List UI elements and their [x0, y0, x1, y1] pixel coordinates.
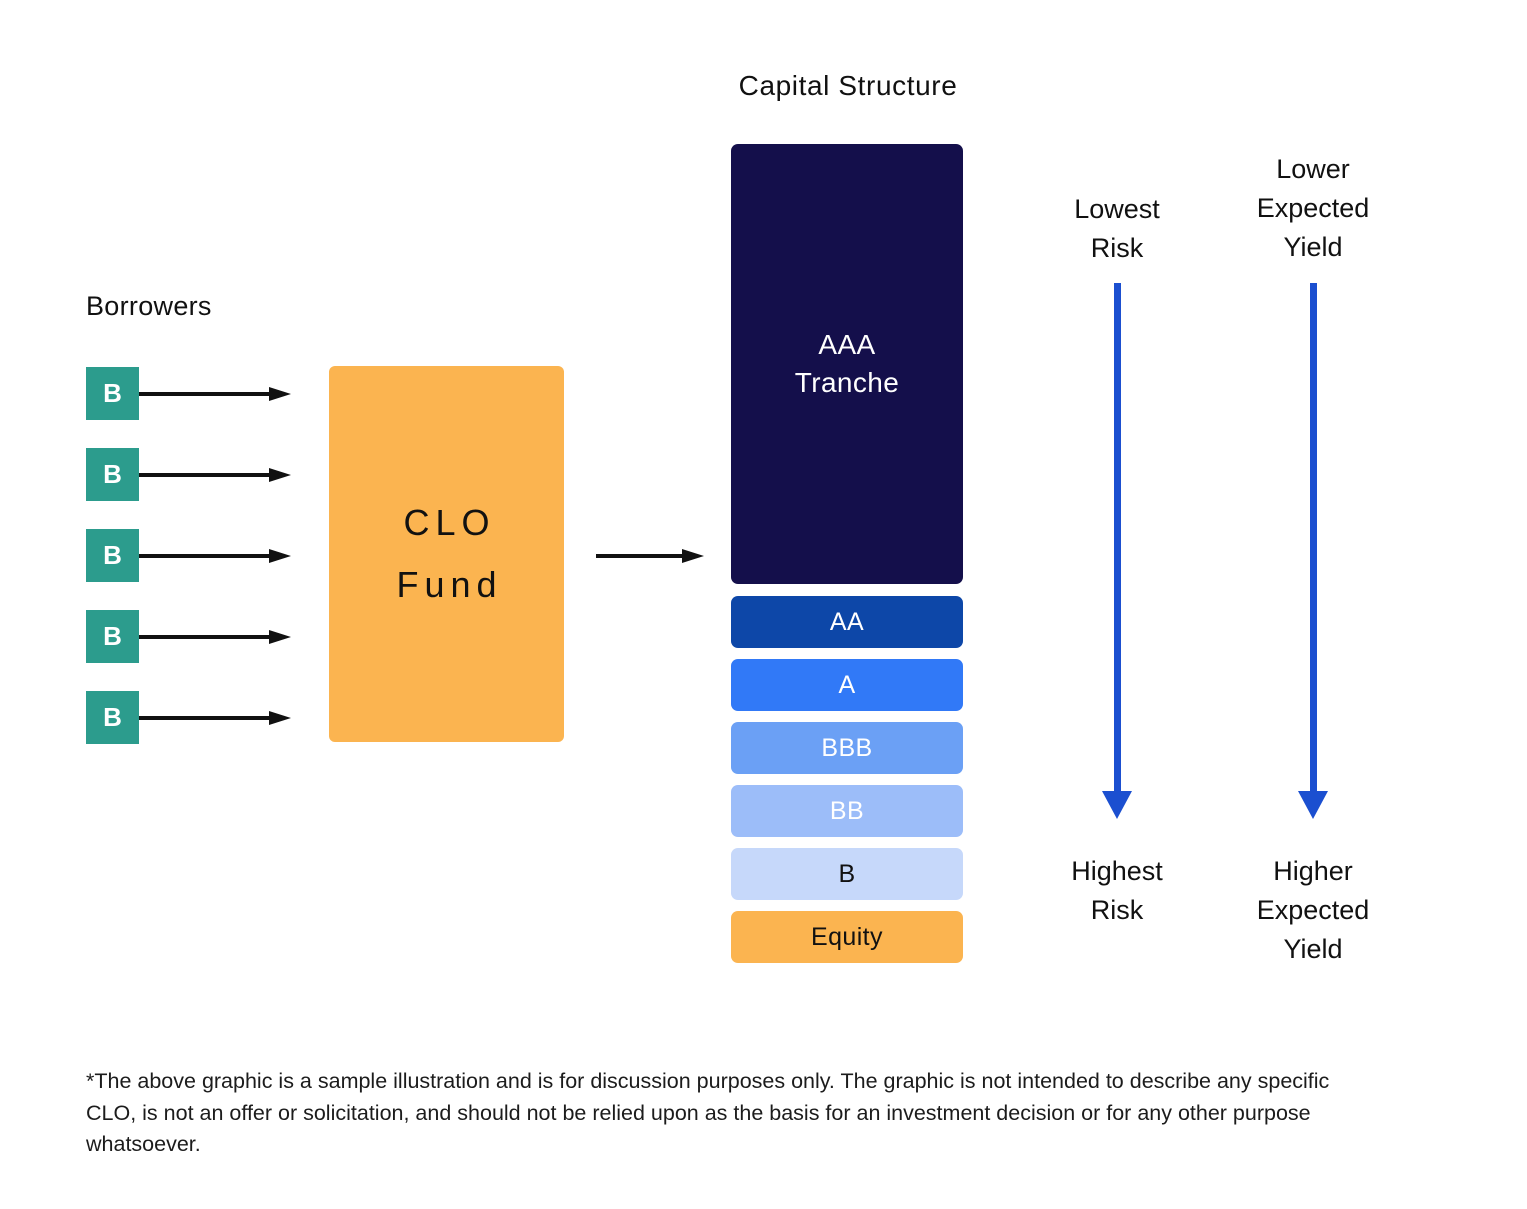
arrow-head-icon	[269, 549, 291, 563]
arrow-shaft	[1310, 283, 1317, 791]
arrow-head-icon	[1298, 791, 1328, 819]
borrower-arrow-2	[139, 465, 291, 485]
borrower-box-5: B	[86, 691, 139, 744]
higher-yield-line1: Higher	[1273, 856, 1353, 886]
yield-gradient-arrow	[1293, 283, 1333, 819]
arrow-shaft	[139, 716, 271, 720]
lowest-risk-line1: Lowest	[1074, 194, 1160, 224]
borrower-box-2: B	[86, 448, 139, 501]
arrow-head-icon	[269, 387, 291, 401]
higher-yield-label: Higher Expected Yield	[1203, 852, 1423, 969]
borrower-box-1: B	[86, 367, 139, 420]
borrower-box-4: B	[86, 610, 139, 663]
tranche-aaa-line1: AAA	[818, 328, 876, 360]
arrow-shaft	[139, 392, 271, 396]
lowest-risk-label: Lowest Risk	[1007, 190, 1227, 268]
arrow-head-icon	[269, 711, 291, 725]
borrower-arrow-4	[139, 627, 291, 647]
tranche-bbb: BBB	[731, 722, 963, 774]
footnote-disclaimer: *The above graphic is a sample illustrat…	[86, 1069, 1330, 1157]
lower-yield-line3: Yield	[1283, 232, 1343, 263]
borrowers-label: Borrowers	[86, 291, 212, 321]
tranche-a: A	[731, 659, 963, 711]
tranche-aaa: AAA Tranche	[731, 144, 963, 584]
fund-to-stack-arrow	[596, 546, 708, 566]
page-title: Capital Structure	[738, 70, 958, 101]
tranche-aaa-line2: Tranche	[794, 367, 900, 398]
risk-gradient-arrow	[1097, 283, 1137, 819]
lowest-risk-line2: Risk	[1090, 233, 1144, 264]
tranche-equity: Equity	[731, 911, 963, 963]
lower-yield-line2: Expected	[1256, 193, 1370, 224]
higher-yield-line3: Yield	[1283, 934, 1343, 965]
arrow-shaft	[139, 473, 271, 477]
borrower-arrow-5	[139, 708, 291, 728]
lower-yield-line1: Lower	[1276, 154, 1350, 184]
arrow-head-icon	[1102, 791, 1132, 819]
arrow-shaft	[596, 554, 684, 558]
borrower-arrow-1	[139, 384, 291, 404]
borrower-box-3: B	[86, 529, 139, 582]
arrow-head-icon	[269, 468, 291, 482]
highest-risk-line2: Risk	[1090, 895, 1144, 926]
clo-fund-line1: CLO	[403, 502, 496, 544]
tranche-bb: BB	[731, 785, 963, 837]
arrow-shaft	[139, 635, 271, 639]
clo-fund-line2: Fund	[396, 564, 503, 605]
arrow-shaft	[1114, 283, 1121, 791]
higher-yield-line2: Expected	[1256, 895, 1370, 926]
clo-fund-box: CLO Fund	[329, 366, 564, 742]
tranche-aa: AA	[731, 596, 963, 648]
arrow-head-icon	[269, 630, 291, 644]
lower-yield-label: Lower Expected Yield	[1203, 150, 1423, 267]
highest-risk-line1: Highest	[1071, 856, 1163, 886]
borrower-arrow-3	[139, 546, 291, 566]
arrow-head-icon	[682, 549, 704, 563]
highest-risk-label: Highest Risk	[1007, 852, 1227, 930]
tranche-b: B	[731, 848, 963, 900]
arrow-shaft	[139, 554, 271, 558]
